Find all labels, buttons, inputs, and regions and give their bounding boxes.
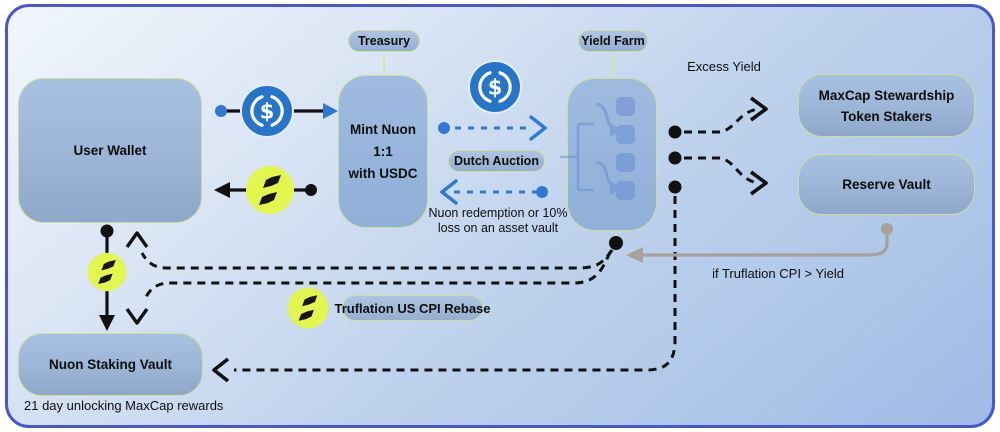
label-redemption-line1: Nuon redemption or 10% bbox=[428, 206, 568, 220]
pill-truflation-rebase-label: Truflation US CPI Rebase bbox=[334, 300, 491, 316]
node-reserve-vault: Reserve Vault bbox=[798, 154, 975, 215]
node-user-wallet-label: User Wallet bbox=[73, 142, 147, 158]
label-redemption-line2: loss on an asset vault bbox=[437, 221, 559, 235]
label-cpi-condition: if Truflation CPI > Yield bbox=[712, 266, 844, 281]
pill-yield-farm: Yield Farm bbox=[578, 30, 648, 52]
pill-yield-farm-label: Yield Farm bbox=[581, 34, 645, 48]
label-excess-yield: Excess Yield bbox=[687, 59, 761, 74]
node-mint-nuon-line1: Mint Nuon bbox=[350, 121, 416, 137]
label-unlock-note: 21 day unlocking MaxCap rewards bbox=[24, 398, 224, 413]
pill-treasury-label: Treasury bbox=[357, 34, 411, 48]
node-maxcap-line1: MaxCap Stewardship bbox=[818, 87, 955, 103]
node-mint-nuon-line2: 1:1 bbox=[373, 143, 393, 159]
node-mint-nuon-line3: with USDC bbox=[348, 165, 418, 181]
node-staking-vault: Nuon Staking Vault bbox=[18, 333, 203, 396]
pill-truflation-rebase: Truflation US CPI Rebase bbox=[334, 295, 491, 321]
pill-dutch-auction-label: Dutch Auction bbox=[454, 154, 539, 168]
pill-treasury: Treasury bbox=[348, 30, 420, 52]
node-user-wallet: User Wallet bbox=[18, 78, 202, 223]
node-reserve-vault-label: Reserve Vault bbox=[842, 176, 931, 192]
pill-dutch-auction: Dutch Auction bbox=[448, 150, 545, 172]
node-maxcap-stakers: MaxCap Stewardship Token Stakers bbox=[798, 74, 975, 137]
node-staking-vault-label: Nuon Staking Vault bbox=[48, 356, 172, 372]
node-maxcap-line2: Token Stakers bbox=[840, 108, 933, 124]
